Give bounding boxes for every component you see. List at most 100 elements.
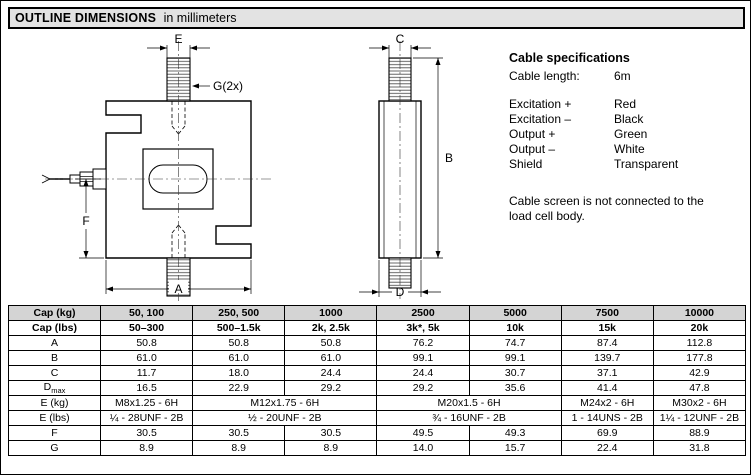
wire-row: Excitation +Red bbox=[509, 97, 744, 112]
table-cell: M30x2 - 6H bbox=[652, 395, 747, 412]
table-cell: 8.9 bbox=[192, 440, 286, 457]
table-cell: 18.0 bbox=[192, 365, 286, 381]
table-cell: 29.2 bbox=[376, 379, 470, 397]
table-cell: 61.0 bbox=[192, 350, 286, 366]
row-label: C bbox=[8, 365, 101, 381]
table-cell: 99.1 bbox=[376, 350, 470, 366]
table-cell: 22.4 bbox=[560, 440, 654, 457]
table-cell: M8x1.25 - 6H bbox=[99, 395, 194, 412]
cable-length-label: Cable length: bbox=[509, 69, 580, 83]
table-cell: 11.7 bbox=[99, 365, 194, 381]
tapped-hole-hidden-lines bbox=[171, 101, 186, 258]
dimension-lines bbox=[75, 45, 443, 297]
table-cell: 30.5 bbox=[192, 425, 286, 442]
outline-drawing: E G(2x) B C F A D bbox=[41, 32, 453, 301]
table-cell: 14.0 bbox=[376, 440, 470, 457]
wire-label: Excitation – bbox=[509, 112, 572, 126]
cable-specifications: Cable specifications Cable length: 6m Ex… bbox=[509, 51, 744, 224]
table-cell: 47.8 bbox=[652, 379, 747, 397]
table-cell: 15.7 bbox=[468, 440, 562, 457]
table-cell: 30.5 bbox=[284, 425, 378, 442]
table-cell: ¼ - 28UNF - 2B bbox=[99, 410, 194, 427]
dim-f bbox=[75, 178, 104, 259]
table-cell: 61.0 bbox=[99, 350, 194, 366]
dim-label-c: C bbox=[396, 32, 405, 46]
table-cell: 37.1 bbox=[560, 365, 654, 381]
table-cell: 2500 bbox=[376, 305, 470, 321]
row-label: A bbox=[8, 335, 101, 351]
row-label: Cap (lbs) bbox=[8, 320, 101, 336]
table-cell: 22.9 bbox=[192, 379, 286, 397]
cable-specs-title: Cable specifications bbox=[509, 51, 630, 65]
cable-note: Cable screen is not connected to the loa… bbox=[509, 194, 704, 223]
table-cell: ½ - 20UNF - 2B bbox=[192, 410, 378, 427]
row-label: E (lbs) bbox=[8, 410, 101, 427]
dim-d bbox=[359, 260, 441, 297]
wire-color-value: White bbox=[614, 142, 645, 156]
cable-length-row: Cable length: 6m bbox=[509, 69, 744, 84]
dim-label-f: F bbox=[82, 214, 89, 228]
table-cell: 24.4 bbox=[284, 365, 378, 381]
table-cell: 49.3 bbox=[468, 425, 562, 442]
dimension-labels: E G(2x) B C F A D bbox=[82, 32, 453, 299]
dim-label-e: E bbox=[174, 32, 182, 46]
table-cell: 76.2 bbox=[376, 335, 470, 351]
table-cell: 3k*, 5k bbox=[376, 320, 470, 336]
table-cell: 10k bbox=[468, 320, 562, 336]
wire-color-value: Green bbox=[614, 127, 648, 141]
wire-label: Output – bbox=[509, 142, 556, 156]
dim-g-leader bbox=[192, 83, 210, 89]
wire-color-value: Transparent bbox=[614, 157, 679, 171]
dim-label-a: A bbox=[174, 282, 182, 296]
table-cell: M24x2 - 6H bbox=[560, 395, 654, 412]
wire-label: Output + bbox=[509, 127, 556, 141]
table-cell: 8.9 bbox=[99, 440, 194, 457]
table-cell: 30.5 bbox=[99, 425, 194, 442]
row-label: F bbox=[8, 425, 101, 442]
table-cell: 50.8 bbox=[99, 335, 194, 351]
table-cell: 139.7 bbox=[560, 350, 654, 366]
table-cell: 16.5 bbox=[99, 379, 194, 397]
table-cell: 1000 bbox=[284, 305, 378, 321]
table-cell: 112.8 bbox=[652, 335, 747, 351]
table-cell: 1 - 14UNS - 2B bbox=[560, 410, 654, 427]
cable-length-value: 6m bbox=[614, 69, 631, 83]
table-cell: 7500 bbox=[560, 305, 654, 321]
table-cell: 10000 bbox=[652, 305, 747, 321]
table-cell: 69.9 bbox=[560, 425, 654, 442]
table-cell: 15k bbox=[560, 320, 654, 336]
table-cell: ¾ - 16UNF - 2B bbox=[376, 410, 562, 427]
table-cell: 24.4 bbox=[376, 365, 470, 381]
table-cell: 500–1.5k bbox=[192, 320, 286, 336]
wire-row: Output – White bbox=[509, 142, 744, 157]
wire-label: Excitation + bbox=[509, 97, 572, 111]
table-cell: 50.8 bbox=[192, 335, 286, 351]
table-cell: 42.9 bbox=[652, 365, 747, 381]
table-cell: 20k bbox=[652, 320, 747, 336]
table-cell: 250, 500 bbox=[192, 305, 286, 321]
table-cell: 87.4 bbox=[560, 335, 654, 351]
table-cell: 5000 bbox=[468, 305, 562, 321]
wire-label: Shield bbox=[509, 157, 543, 171]
header-bar: OUTLINE DIMENSIONS in millimeters bbox=[8, 7, 745, 29]
dim-a bbox=[105, 260, 252, 294]
row-label: Cap (kg) bbox=[8, 305, 101, 321]
wire-row: Shield Transparent bbox=[509, 157, 744, 172]
table-cell: 31.8 bbox=[652, 440, 747, 457]
dim-e bbox=[147, 45, 210, 58]
table-cell: 88.9 bbox=[652, 425, 747, 442]
dim-c bbox=[369, 45, 431, 58]
page-title: OUTLINE DIMENSIONS bbox=[15, 11, 157, 25]
table-cell: 1¼ - 12UNF - 2B bbox=[652, 410, 747, 427]
